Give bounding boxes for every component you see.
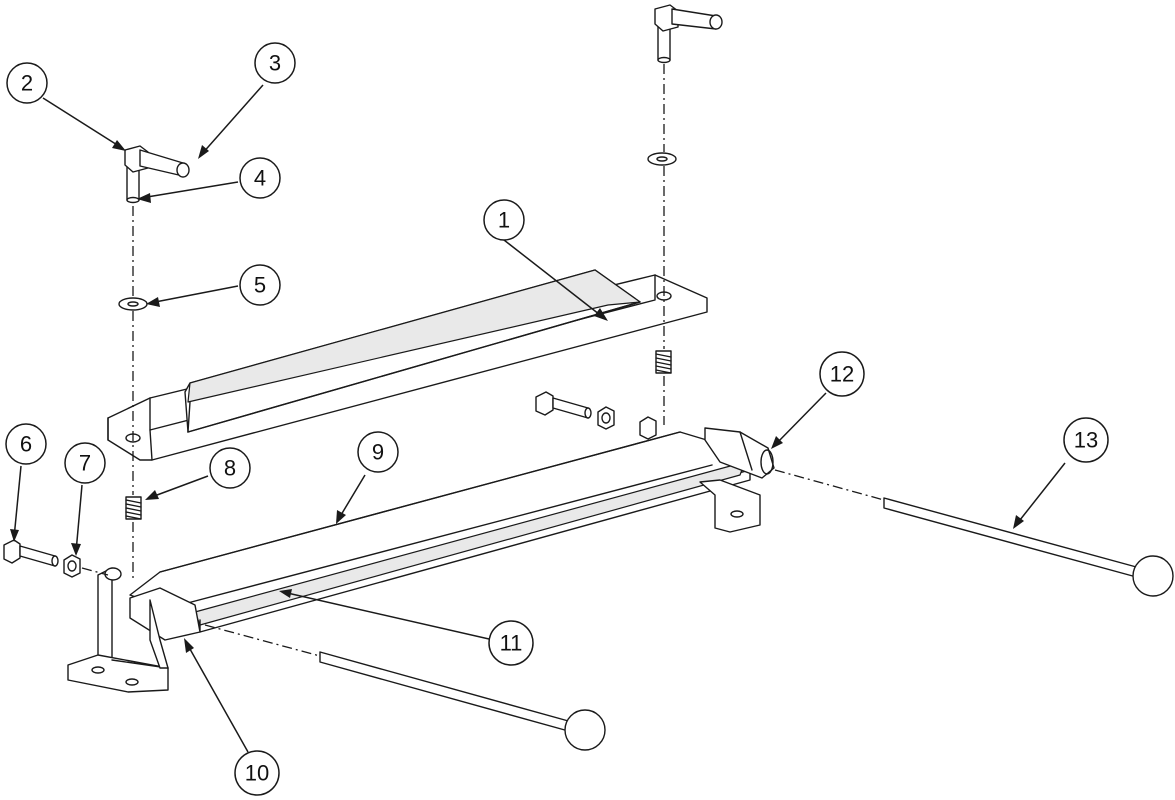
assembly-center-lines [81, 64, 885, 657]
callout-12: 12 [819, 351, 865, 397]
callout-8: 8 [209, 447, 251, 489]
callout-11: 11 [488, 620, 534, 666]
callout-10: 10 [234, 750, 280, 796]
callout-4: 4 [239, 157, 281, 199]
clamp-blade-part [107, 269, 708, 461]
callout-9: 9 [357, 431, 399, 473]
callout-6-label: 6 [20, 432, 32, 457]
callout-13-label: 13 [1074, 428, 1098, 453]
left-handle-knob-part [124, 145, 190, 204]
callout-leaders [10, 84, 1066, 753]
callout-12-label: 12 [830, 362, 854, 387]
callout-3-label: 3 [269, 51, 281, 76]
callout-4-label: 4 [254, 166, 266, 191]
callout-8-label: 8 [224, 456, 236, 481]
spring-part [125, 350, 672, 520]
callout-3: 3 [254, 42, 296, 84]
callout-1-label: 1 [498, 208, 510, 233]
right-pivot-block-part [704, 427, 775, 479]
callout-11-label: 11 [500, 631, 523, 656]
callout-2: 2 [6, 62, 48, 104]
callout-1: 1 [483, 199, 525, 241]
callout-6: 6 [5, 423, 47, 465]
callout-5-label: 5 [254, 273, 266, 298]
callout-7-label: 7 [79, 451, 91, 476]
washer-part [118, 152, 677, 311]
callout-9-label: 9 [372, 440, 384, 465]
right-handle-knob-part [654, 4, 723, 64]
callout-5: 5 [239, 264, 281, 306]
callout-10-label: 10 [245, 761, 269, 786]
callout-7: 7 [64, 442, 106, 484]
left-pivot-bracket-part [67, 567, 201, 693]
callout-13: 13 [1063, 417, 1109, 463]
bending-beam-part [129, 431, 761, 633]
handle-rod-part [319, 497, 1174, 751]
callout-2-label: 2 [21, 71, 33, 96]
